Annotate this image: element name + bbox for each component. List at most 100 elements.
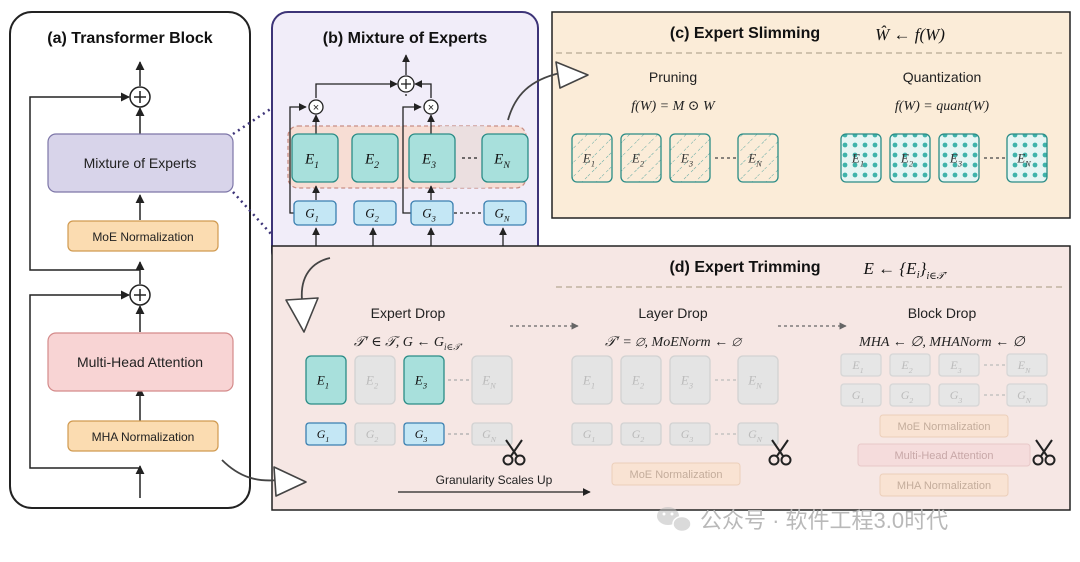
expert-drop-formula: 𝒯′ ∈ 𝒯, G ← Gi∈𝒯′: [354, 335, 463, 352]
dropped-expert-box: E1: [571, 355, 613, 405]
pruned-expert-box: E2: [620, 133, 662, 183]
quantized-expert-box: E2: [889, 133, 931, 183]
dropped-expert-box: E1: [840, 353, 882, 377]
svg-text:G1: G1: [305, 206, 319, 224]
multiply-icon: ×: [423, 99, 439, 115]
svg-text:E2: E2: [900, 358, 912, 375]
dropped-gate-box: G3: [669, 422, 711, 446]
svg-text:公众号 · 软件工程3.0时代: 公众号 · 软件工程3.0时代: [700, 508, 948, 533]
svg-text:EN: EN: [747, 151, 763, 169]
svg-text:G2: G2: [901, 388, 914, 405]
pruned-expert-box: EN: [737, 133, 779, 183]
scissors-icon: [768, 439, 792, 466]
panel-b-title: (b) Mixture of Experts: [323, 30, 488, 47]
svg-text:E1: E1: [316, 373, 329, 391]
svg-text:E2: E2: [365, 373, 379, 391]
curved-arrow-b-to-c: [507, 61, 589, 121]
dropped-expert-box: E2: [354, 355, 396, 405]
residual-add-icon: [129, 86, 151, 108]
svg-text:Multi-Head Attention: Multi-Head Attention: [894, 450, 993, 462]
dropped-gate-box: GN: [737, 422, 779, 446]
mha-normalization-block: MHA Normalization: [67, 420, 219, 452]
panel-a-transformer-block: (a) Transformer Block Mixture of Experts: [9, 11, 251, 509]
svg-text:E3: E3: [421, 151, 436, 171]
dropped-gate-box: GN: [471, 422, 513, 446]
moe-block: Mixture of Experts: [47, 133, 234, 193]
svg-text:EN: EN: [1017, 358, 1031, 375]
dropped-gate-box: G2: [620, 422, 662, 446]
scissors-icon: [502, 439, 526, 466]
svg-text:G3: G3: [950, 388, 963, 405]
svg-text:EN: EN: [481, 373, 497, 391]
svg-text:G1: G1: [317, 427, 330, 444]
svg-text:E1: E1: [582, 151, 595, 169]
svg-text:G3: G3: [422, 206, 436, 224]
block-drop-moe-norm: MoE Normalization: [879, 414, 1009, 438]
gate-box: GN: [483, 200, 527, 226]
svg-text:×: ×: [428, 102, 434, 114]
sum-icon: [397, 75, 415, 93]
block-drop-mha-norm: MHA Normalization: [879, 473, 1009, 497]
svg-text:MHA Normalization: MHA Normalization: [92, 430, 195, 444]
expert-box: E1: [291, 133, 339, 183]
svg-text:G2: G2: [366, 427, 379, 444]
pruned-expert-box: E1: [571, 133, 613, 183]
svg-text:GN: GN: [1017, 388, 1032, 405]
multiply-icon: ×: [308, 99, 324, 115]
expert-box: E3: [408, 133, 456, 183]
granularity-label: Granularity Scales Up: [436, 473, 553, 487]
svg-text:E1: E1: [582, 373, 595, 391]
layer-drop-moe-norm: MoE Normalization: [611, 462, 741, 486]
expert-drop-title: Expert Drop: [371, 305, 446, 321]
svg-text:G1: G1: [583, 427, 596, 444]
moe-normalization-block: MoE Normalization: [67, 220, 219, 252]
gate-box: G3: [410, 200, 454, 226]
kept-expert-box: E1: [305, 355, 347, 405]
svg-text:MoE Normalization: MoE Normalization: [630, 469, 723, 481]
svg-text:G3: G3: [415, 427, 428, 444]
quantized-expert-box: E3: [938, 133, 980, 183]
dropped-expert-box: E3: [669, 355, 711, 405]
panel-a-title: (a) Transformer Block: [47, 30, 212, 47]
svg-text:GN: GN: [482, 427, 497, 444]
panel-d-title: (d) Expert Trimming: [669, 259, 820, 276]
svg-text:E3: E3: [680, 373, 693, 391]
dropped-expert-box: E2: [889, 353, 931, 377]
svg-text:G3: G3: [681, 427, 694, 444]
layer-drop-title: Layer Drop: [638, 305, 707, 321]
expert-box: EN: [481, 133, 529, 183]
panel-b-mixture-of-experts: (b) Mixture of Experts: [271, 11, 539, 268]
dropped-gate-box: G1: [840, 383, 882, 407]
panel-d-formula: E ← {Ei}i∈𝒯′: [863, 259, 948, 282]
svg-text:G2: G2: [632, 427, 645, 444]
watermark: 公众号 · 软件工程3.0时代: [657, 507, 948, 533]
svg-text:G2: G2: [365, 206, 379, 224]
kept-gate-box: G1: [305, 422, 347, 446]
svg-text:MHA Normalization: MHA Normalization: [897, 480, 991, 492]
dropped-expert-box: EN: [1006, 353, 1048, 377]
svg-text:E2: E2: [631, 373, 645, 391]
dropped-gate-box: G1: [571, 422, 613, 446]
svg-text:E1: E1: [851, 151, 864, 169]
svg-text:EN: EN: [1016, 151, 1032, 169]
wechat-icon: [657, 507, 692, 533]
zoom-line: [232, 106, 273, 136]
svg-text:GN: GN: [494, 206, 510, 224]
svg-text:Multi-Head Attention: Multi-Head Attention: [77, 354, 203, 370]
pruned-expert-box: E3: [669, 133, 711, 183]
svg-text:E1: E1: [304, 151, 319, 171]
svg-text:Mixture of Experts: Mixture of Experts: [84, 155, 197, 171]
svg-text:E3: E3: [949, 151, 962, 169]
svg-text:GN: GN: [748, 427, 763, 444]
svg-text:G1: G1: [852, 388, 865, 405]
dropped-expert-box: E3: [938, 353, 980, 377]
curved-arrow-b-to-d: [285, 257, 331, 333]
quantized-expert-box: E1: [840, 133, 882, 183]
kept-gate-box: G3: [403, 422, 445, 446]
svg-text:EN: EN: [747, 373, 763, 391]
dropped-gate-box: G2: [889, 383, 931, 407]
gate-box: G2: [353, 200, 397, 226]
layer-drop-formula: 𝒯′ = ∅, MoENorm ← ∅: [605, 335, 743, 350]
svg-text:E2: E2: [631, 151, 645, 169]
